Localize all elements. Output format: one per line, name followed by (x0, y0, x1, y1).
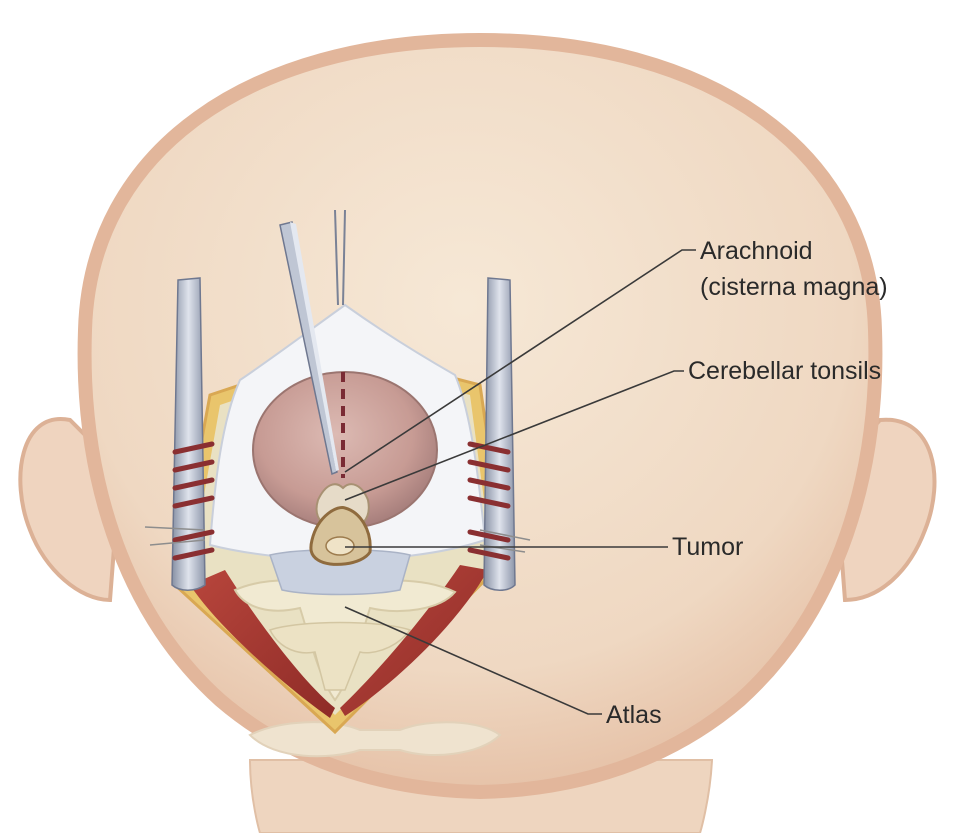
label-tumor: Tumor (672, 532, 743, 563)
label-cerebellar-tonsils: Cerebellar tonsils (688, 356, 881, 387)
tumor-core (326, 537, 354, 555)
right-retractor (484, 278, 515, 590)
label-cisterna-magna: (cisterna magna) (700, 272, 888, 303)
label-arachnoid: Arachnoid (700, 236, 813, 267)
label-atlas: Atlas (606, 700, 662, 731)
left-retractor (172, 278, 205, 590)
